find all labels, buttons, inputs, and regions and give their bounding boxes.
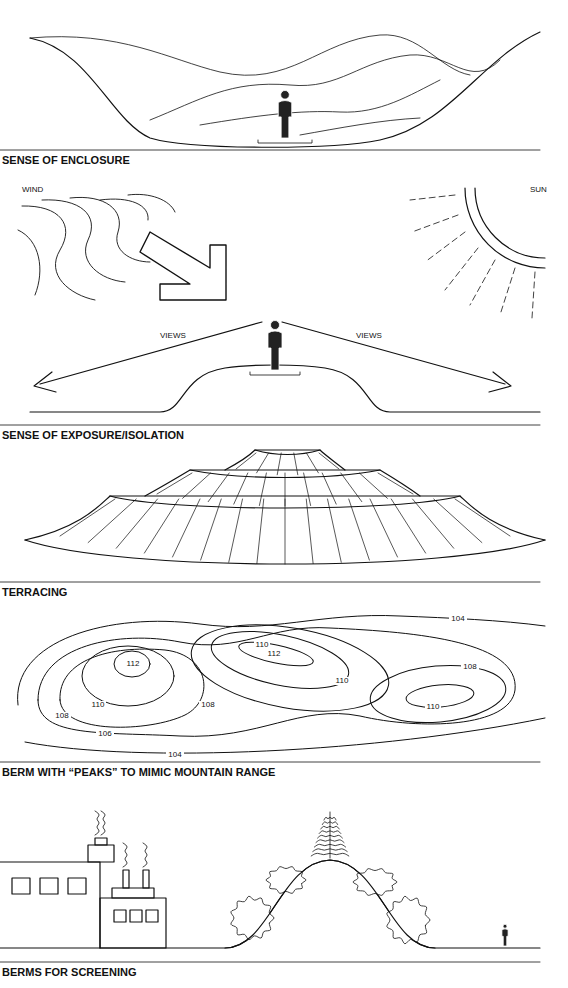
contour-label: 110: [90, 701, 107, 709]
contour-label: 104: [166, 751, 183, 759]
valley-ridge: [150, 55, 500, 120]
section-title: BERMS FOR SCREENING: [2, 967, 136, 978]
contour-lines: [18, 611, 545, 753]
valley-ridge: [30, 35, 470, 75]
valley-ridge: [200, 80, 440, 125]
contour-label: 108: [53, 712, 70, 720]
annotation-label: SUN: [530, 186, 547, 194]
sun-symbol: [410, 188, 545, 318]
berm-profile: [30, 365, 540, 412]
contour-label: 110: [334, 677, 351, 685]
contour-label: 104: [449, 615, 466, 623]
annotation-label: WIND: [22, 186, 43, 194]
person-figure: [502, 924, 508, 946]
section-title: TERRACING: [2, 587, 67, 598]
person-figure: [268, 321, 282, 371]
rule: [0, 582, 540, 583]
rule: [0, 150, 540, 151]
contour-label: 108: [199, 701, 216, 709]
person-figure: [278, 90, 291, 138]
contour-label: 108: [461, 663, 478, 671]
section-title: SENSE OF ENCLOSURE: [2, 155, 130, 166]
valley-profile: [30, 32, 540, 147]
contour-label: 112: [266, 650, 283, 658]
ground-bracket: [258, 140, 312, 143]
contour-label: 112: [125, 660, 142, 668]
ground-bracket: [250, 372, 300, 375]
tree: [311, 812, 349, 858]
section-title: SENSE OF EXPOSURE/ISOLATION: [2, 430, 184, 441]
screening-berm: [0, 860, 540, 948]
wind-lines: [18, 194, 175, 300]
view-arrows: [34, 322, 511, 392]
contour-label: 110: [425, 703, 442, 711]
rule: [0, 425, 540, 426]
contour-label: 106: [96, 730, 113, 738]
annotation-label: VIEWS: [160, 332, 186, 340]
rule: [0, 762, 540, 763]
rule: [0, 962, 540, 963]
annotation-label: VIEWS: [356, 332, 382, 340]
wind-arrow: [140, 232, 226, 300]
valley-ridge: [300, 118, 420, 135]
screening-berm: [225, 860, 435, 948]
shrubs: [231, 867, 430, 944]
factory: [0, 811, 166, 948]
terrace: [25, 450, 545, 564]
contour-label: 110: [254, 641, 271, 649]
section-title: BERM WITH “PEAKS” TO MIMIC MOUNTAIN RANG…: [2, 767, 275, 778]
